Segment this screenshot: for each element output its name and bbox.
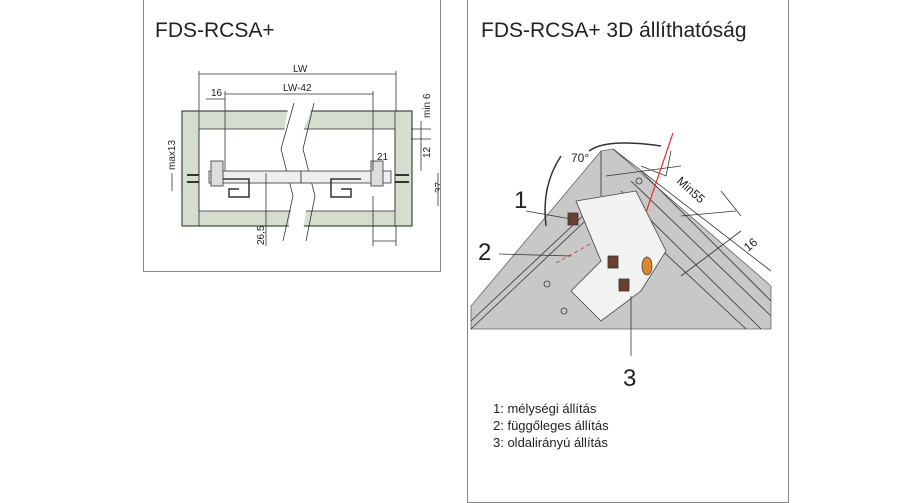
right-panel-title: FDS-RCSA+ 3D állíthatóság: [481, 19, 747, 42]
dim-lw-42: LW-42: [283, 83, 312, 94]
callout-1: 1: [514, 187, 527, 214]
dim-16-label: 16: [741, 235, 760, 255]
min55-label: Min55: [674, 174, 708, 206]
dim-21: 21: [377, 152, 389, 163]
legend-item: 3: oldalirányú állítás: [493, 435, 608, 450]
drawer-dimension-drawing: LW LW-42 16 21 min 6 max13 12 37 26,5: [167, 64, 440, 246]
dim-37: 37: [434, 181, 440, 193]
legend-item: 2: függőleges állítás: [493, 418, 609, 433]
hinge-3d-drawing: 70° Min55 16 1 2 3: [470, 132, 772, 392]
dim-min6: min 6: [422, 93, 433, 118]
dim-12: 12: [422, 146, 433, 158]
hinge-adjustment-panel: FDS-RCSA+ 3D állíthatóság 70° Min55 16: [467, 0, 789, 503]
dim-lw: LW: [293, 64, 308, 75]
drawer-dimensions-panel: FDS-RCSA+ LW LW-42 16 21 m: [143, 0, 441, 272]
legend-item: 1: mélységi állítás: [493, 401, 597, 416]
angle-label: 70°: [571, 151, 589, 165]
dim-16: 16: [211, 88, 223, 99]
callout-2: 2: [478, 239, 491, 266]
callout-3: 3: [623, 365, 636, 392]
dim-max13: max13: [167, 140, 178, 170]
adjustment-legend: 1: mélységi állítás 2: függőleges állítá…: [493, 400, 609, 451]
dim-26-5: 26,5: [256, 225, 267, 245]
left-panel-title: FDS-RCSA+: [155, 19, 275, 42]
